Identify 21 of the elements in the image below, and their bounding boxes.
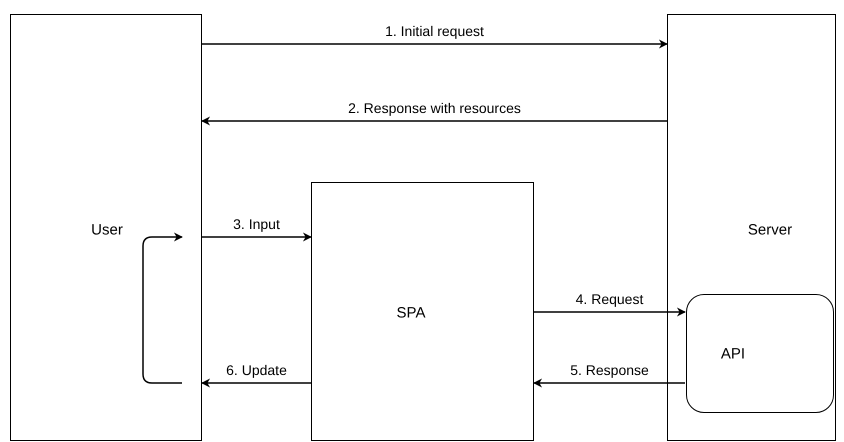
edge-label: 4. Request — [576, 291, 644, 307]
arrow — [533, 378, 685, 388]
edge-label: 5. Response — [570, 362, 649, 378]
process-box — [311, 182, 534, 441]
edge-label: 6. Update — [226, 362, 287, 378]
arrow — [142, 232, 183, 384]
node-label: Server — [748, 222, 792, 238]
edge-label: 1. Initial request — [385, 23, 484, 39]
arrow — [202, 40, 668, 48]
node-label: SPA — [396, 304, 426, 322]
arrow — [534, 308, 686, 316]
rounded-box — [686, 294, 834, 413]
process-box — [10, 14, 202, 441]
arrow — [201, 116, 667, 126]
process-box — [667, 14, 836, 441]
arrow — [202, 232, 312, 242]
node-label: User — [91, 222, 123, 238]
edge-label: 2. Response with resources — [348, 100, 521, 116]
node-label: API — [720, 346, 746, 362]
edge-label: 3. Input — [233, 216, 280, 232]
arrow — [201, 378, 311, 388]
